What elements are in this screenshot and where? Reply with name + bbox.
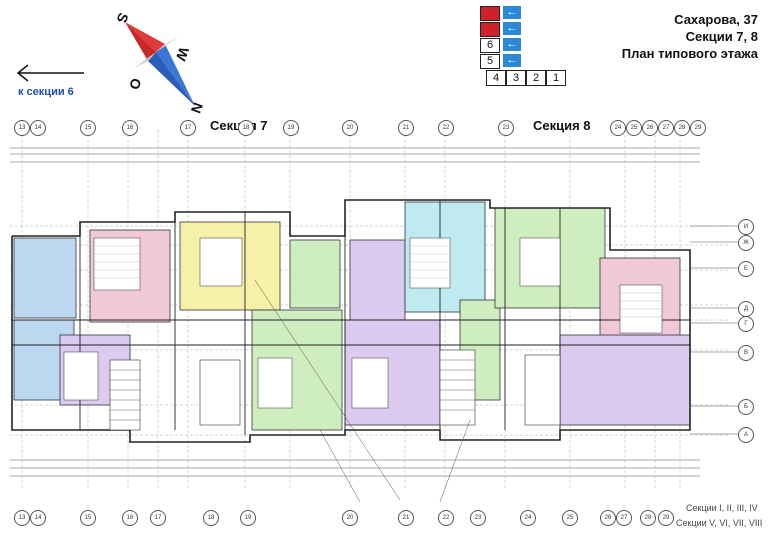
axis-bottom-26: 26 [600,510,616,526]
axis-top-29: 29 [690,120,706,136]
floor-selector: 8 ← 7 ← 6 ← 5 ← [480,6,560,90]
axis-right-d: Д [738,301,754,317]
axis-top-28: 28 [674,120,690,136]
axis-bottom-17: 17 [150,510,166,526]
floor-8[interactable]: 8 [480,6,500,21]
axis-bottom-18: 18 [203,510,219,526]
axis-top-24: 24 [610,120,626,136]
section-2[interactable]: 2 [526,70,546,86]
axis-bottom-16: 16 [122,510,138,526]
axis-top-16: 16 [122,120,138,136]
sections-title: Секции 7, 8 [685,29,758,44]
arrow-left-icon[interactable]: ← [503,6,521,19]
floor-row-5[interactable]: 5 ← [480,54,521,69]
axis-top-15: 15 [80,120,96,136]
axis-bottom-29: 29 [658,510,674,526]
floor-row-8[interactable]: 8 ← [480,6,521,21]
axis-right-i: И [738,219,754,235]
arrow-left-icon[interactable]: ← [503,22,521,35]
back-to-section-6[interactable]: к секции 6 [14,62,86,102]
back-to-section-label: к секции 6 [18,86,74,98]
arrow-left-icon[interactable]: ← [503,54,521,67]
axis-right-b: Б [738,399,754,415]
floor-plan [10,130,740,503]
axis-top-20: 20 [342,120,358,136]
section-1[interactable]: 1 [546,70,566,86]
axis-bottom-24: 24 [520,510,536,526]
axis-bottom-13: 13 [14,510,30,526]
axis-top-23: 23 [498,120,514,136]
axis-top-14: 14 [30,120,46,136]
floor-6[interactable]: 6 [480,38,500,53]
note-sections-5-8: Секции V, VI, VII, VIII [676,518,763,528]
axis-bottom-23: 23 [470,510,486,526]
section-3[interactable]: 3 [506,70,526,86]
compass: S W N O [110,6,210,116]
axis-top-27: 27 [658,120,674,136]
axis-bottom-22: 22 [438,510,454,526]
axis-top-21: 21 [398,120,414,136]
axis-top-13: 13 [14,120,30,136]
section-selector: 4 3 2 1 [486,70,566,86]
axis-top-18: 18 [238,120,254,136]
axis-top-17: 17 [180,120,196,136]
arrow-left-icon[interactable]: ← [503,38,521,51]
axis-bottom-20: 20 [342,510,358,526]
axis-bottom-25: 25 [562,510,578,526]
axis-top-22: 22 [438,120,454,136]
axis-right-e: Е [738,261,754,277]
axis-bottom-28: 28 [640,510,656,526]
axis-right-v: В [738,345,754,361]
address-title: Сахарова, 37 [674,12,758,27]
floor-row-6[interactable]: 6 ← [480,38,521,53]
note-sections-1-4: Секции I, II, III, IV [686,503,758,513]
axis-bottom-14: 14 [30,510,46,526]
axis-bottom-15: 15 [80,510,96,526]
arrow-left-icon [16,64,84,82]
floor-7[interactable]: 7 [480,22,500,37]
axis-top-19: 19 [283,120,299,136]
axis-right-a: А [738,427,754,443]
floor-5[interactable]: 5 [480,54,500,69]
axis-bottom-21: 21 [398,510,414,526]
axis-bottom-19: 19 [240,510,256,526]
floor-row-7[interactable]: 7 ← [480,22,521,37]
section-8-label: Секция 8 [533,118,591,133]
axis-top-26: 26 [642,120,658,136]
plan-title: План типового этажа [621,46,758,61]
section-4[interactable]: 4 [486,70,506,86]
axis-bottom-27: 27 [616,510,632,526]
axis-top-25: 25 [626,120,642,136]
axis-right-g: Г [738,316,754,332]
axis-right-zh: Ж [738,235,754,251]
